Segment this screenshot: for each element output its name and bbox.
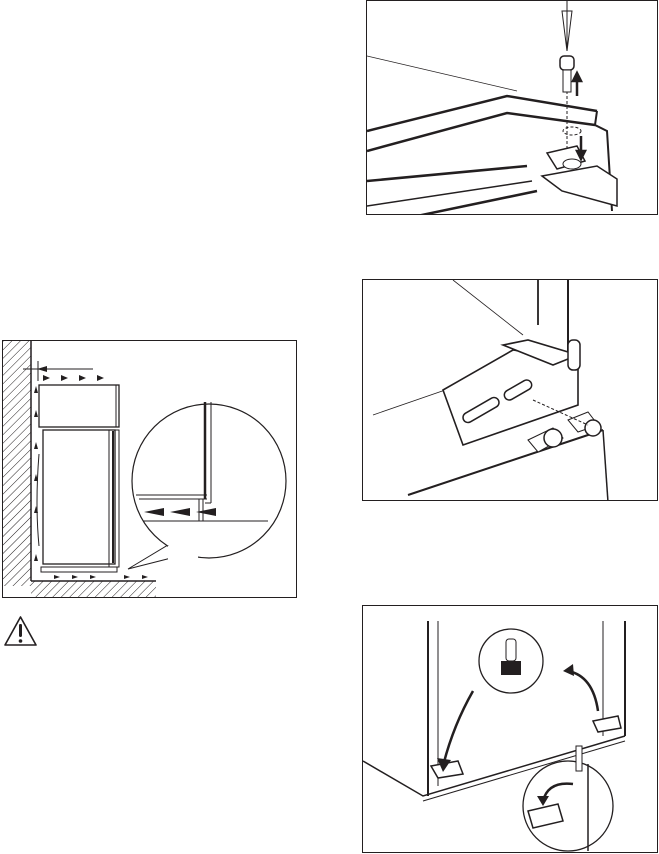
ventilation-clearance-figure <box>2 340 297 598</box>
bottom-hinge-figure <box>362 605 658 853</box>
hinge-bracket-diagram <box>372 280 609 500</box>
hinge-pin-figure <box>366 0 658 215</box>
fridge-ventilation-diagram <box>3 341 287 597</box>
hinge-bracket-figure <box>362 279 658 501</box>
hinge-pin-diagram <box>367 1 618 214</box>
bottom-hinge-diagram <box>363 621 626 852</box>
warning-triangle-icon <box>3 615 38 648</box>
